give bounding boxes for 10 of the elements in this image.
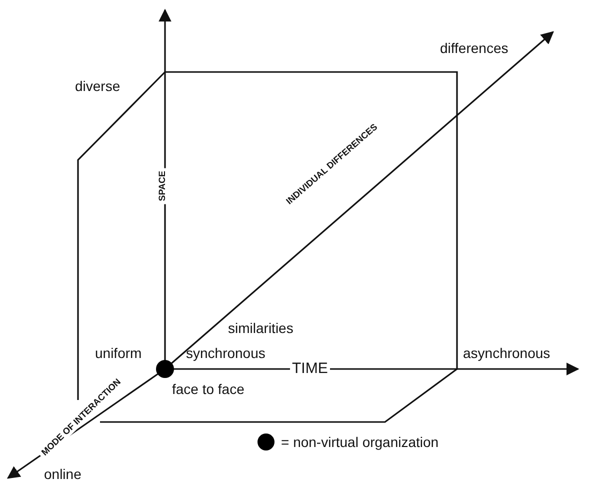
axis-end-label: diverse — [75, 78, 120, 94]
axis-end-label: similarities — [228, 320, 294, 336]
axis-end-label: face to face — [172, 381, 244, 397]
legend-label: = non-virtual organization — [281, 434, 439, 450]
axis-end-label: differences — [440, 40, 508, 56]
axis-end-label: uniform — [95, 345, 142, 361]
axis-end-label: online — [44, 466, 82, 482]
axis-end-label: synchronous — [186, 345, 266, 361]
axis-title: SPACE — [156, 168, 168, 204]
axis-end-label: asynchronous — [463, 345, 550, 361]
